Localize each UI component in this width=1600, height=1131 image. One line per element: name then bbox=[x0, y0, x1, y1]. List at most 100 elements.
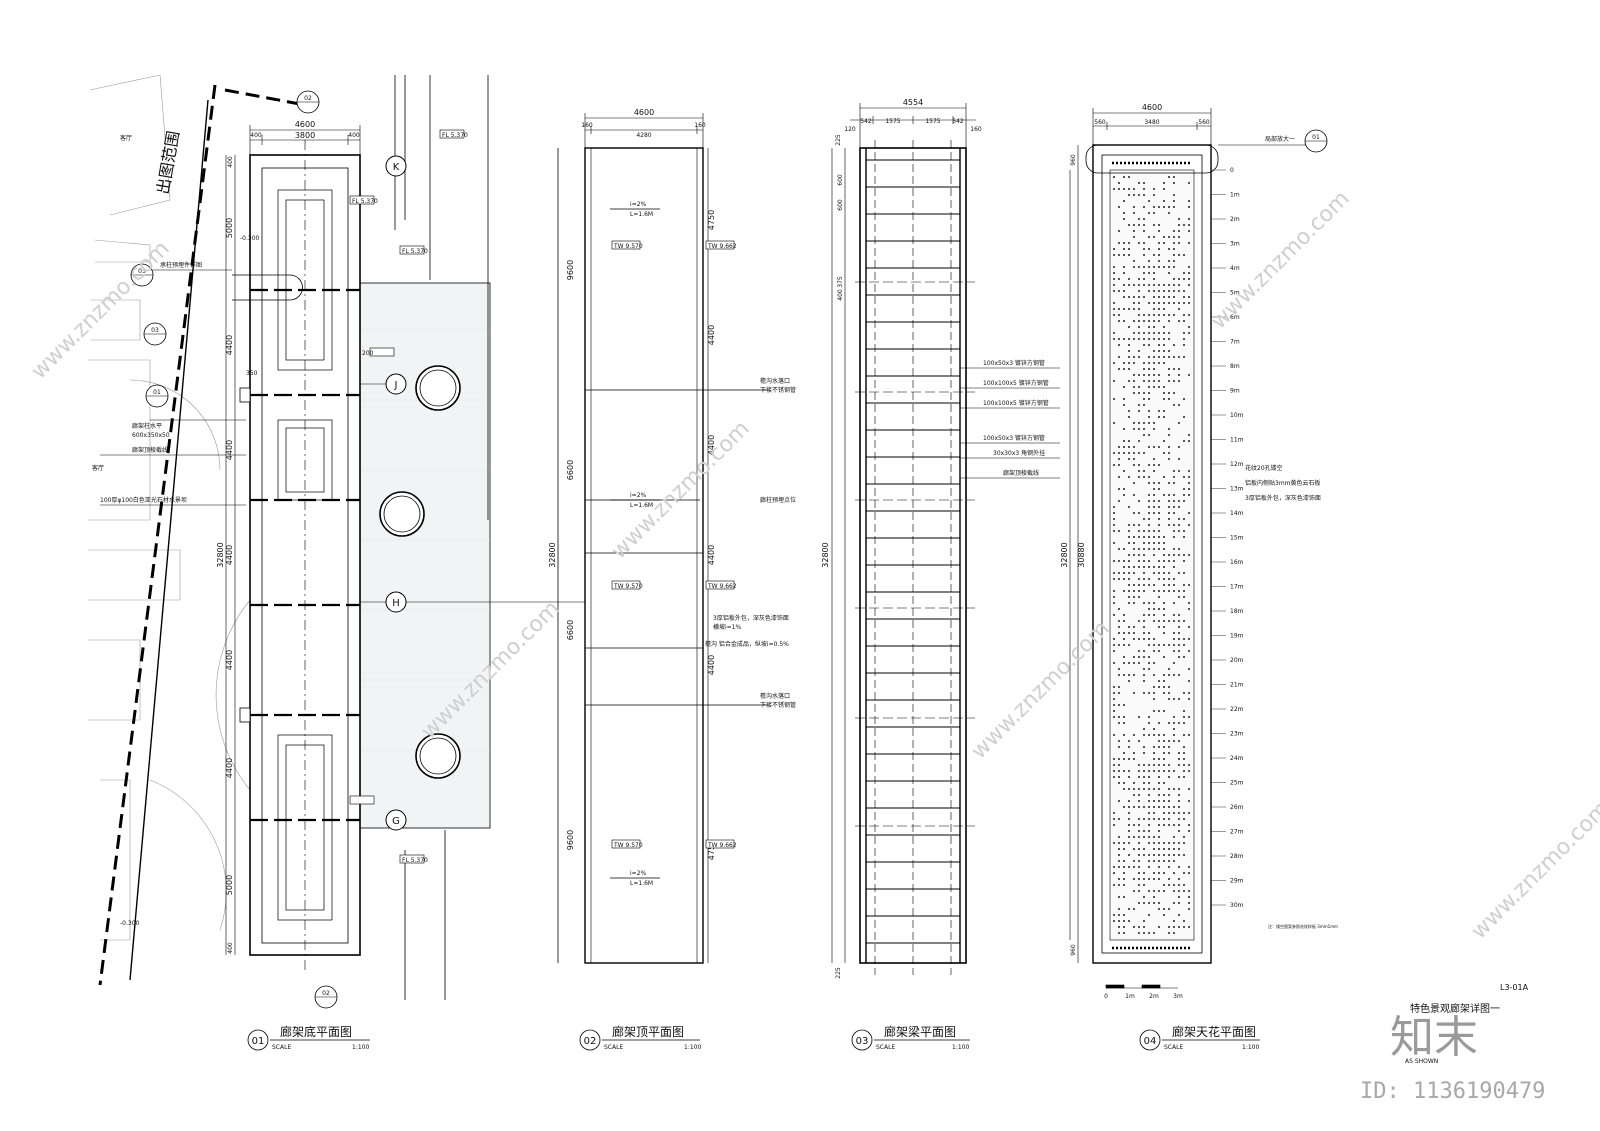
svg-text:4600: 4600 bbox=[295, 120, 315, 129]
row-label: 1m bbox=[1230, 192, 1240, 199]
svg-text:160: 160 bbox=[970, 126, 982, 133]
svg-text:02: 02 bbox=[304, 95, 312, 102]
svg-text:注：镂空图案参照花纹样板 3mm1mm: 注：镂空图案参照花纹样板 3mm1mm bbox=[1268, 923, 1338, 929]
row-label: 18m bbox=[1230, 608, 1244, 615]
boundary-label: 出图范围 bbox=[153, 129, 183, 195]
svg-text:-0.300: -0.300 bbox=[240, 235, 260, 242]
svg-text:1:100: 1:100 bbox=[952, 1044, 969, 1051]
svg-text:160: 160 bbox=[581, 122, 593, 129]
svg-text:960: 960 bbox=[1070, 154, 1077, 166]
svg-text:225: 225 bbox=[835, 134, 842, 146]
svg-text:铝板内侧贴3mm黄色云石板: 铝板内侧贴3mm黄色云石板 bbox=[1245, 479, 1321, 487]
svg-text:4400: 4400 bbox=[707, 325, 716, 345]
row-label: 30m bbox=[1230, 902, 1244, 909]
view-title-01: 01 廊架底平面图 SCALE 1:100 bbox=[248, 1024, 370, 1051]
svg-text:4280: 4280 bbox=[636, 132, 651, 139]
row-label: 13m bbox=[1230, 486, 1244, 493]
axis-h: H bbox=[392, 598, 400, 609]
svg-text:横坡i=1%: 横坡i=1% bbox=[713, 623, 742, 631]
svg-text:4400: 4400 bbox=[225, 758, 234, 778]
svg-text:200: 200 bbox=[362, 350, 374, 357]
svg-text:3800: 3800 bbox=[295, 131, 315, 140]
svg-text:120: 120 bbox=[844, 126, 856, 133]
row-label: 19m bbox=[1230, 633, 1244, 640]
svg-text:4400: 4400 bbox=[707, 545, 716, 565]
svg-text:廊架顶平面图: 廊架顶平面图 bbox=[612, 1024, 684, 1039]
svg-text:30x30x3 角钢外挂: 30x30x3 角钢外挂 bbox=[993, 449, 1045, 457]
svg-text:02: 02 bbox=[322, 990, 330, 997]
svg-text:i=2%: i=2% bbox=[630, 201, 647, 208]
row-label: 20m bbox=[1230, 657, 1244, 664]
svg-text:3m: 3m bbox=[1173, 993, 1183, 1000]
pergola-outline-02 bbox=[585, 148, 703, 963]
svg-text:FL 5.370: FL 5.370 bbox=[402, 857, 428, 864]
svg-text:檐沟水落口: 檐沟水落口 bbox=[760, 692, 790, 700]
plan-03-beams: 4554 542 1575 1575 542 120 160 225 225 3… bbox=[821, 98, 1060, 979]
svg-text:400: 400 bbox=[837, 289, 844, 301]
row-label: 3m bbox=[1230, 241, 1240, 248]
svg-text:03: 03 bbox=[856, 1036, 869, 1047]
svg-text:04: 04 bbox=[1144, 1036, 1157, 1047]
svg-text:TW 9.662: TW 9.662 bbox=[707, 842, 737, 849]
row-labels: 01m2m3m4m5m6m7m8m9m10m11m12m13m14m15m16m… bbox=[1211, 167, 1244, 909]
svg-text:5000: 5000 bbox=[225, 875, 234, 895]
svg-text:32800: 32800 bbox=[216, 542, 225, 567]
svg-text:檐沟 铝合金成品，纵坡i=0.5%: 檐沟 铝合金成品，纵坡i=0.5% bbox=[705, 640, 789, 648]
svg-text:960: 960 bbox=[1070, 944, 1077, 956]
svg-text:400: 400 bbox=[348, 132, 360, 139]
svg-text:廊架梁平面图: 廊架梁平面图 bbox=[884, 1024, 956, 1039]
svg-text:560: 560 bbox=[1198, 119, 1210, 126]
view-titles: 01 廊架底平面图 SCALE 1:100 02 廊架顶平面图 SCALE 1:… bbox=[248, 1024, 1260, 1051]
svg-text:TW 9.570: TW 9.570 bbox=[613, 842, 643, 849]
svg-text:6600: 6600 bbox=[566, 620, 575, 640]
svg-text:TW 9.662: TW 9.662 bbox=[707, 243, 737, 250]
svg-text:下接不锈钢管: 下接不锈钢管 bbox=[760, 701, 796, 709]
svg-text:100厚φ100白色亚光石材水景坝: 100厚φ100白色亚光石材水景坝 bbox=[100, 496, 187, 504]
svg-text:1:100: 1:100 bbox=[1242, 1044, 1259, 1051]
svg-text:400: 400 bbox=[227, 942, 234, 954]
svg-text:1:100: 1:100 bbox=[684, 1044, 701, 1051]
svg-text:9600: 9600 bbox=[566, 260, 575, 280]
row-label: 28m bbox=[1230, 853, 1244, 860]
row-label: 8m bbox=[1230, 363, 1240, 370]
row-label: 15m bbox=[1230, 535, 1244, 542]
svg-text:30880: 30880 bbox=[1077, 542, 1086, 567]
svg-text:400: 400 bbox=[250, 132, 262, 139]
svg-text:32800: 32800 bbox=[548, 542, 557, 567]
row-label: 12m bbox=[1230, 461, 1244, 468]
svg-text:廊架柱水平: 廊架柱水平 bbox=[132, 422, 162, 430]
svg-text:廊架顶棱截线: 廊架顶棱截线 bbox=[132, 446, 168, 454]
svg-text:01: 01 bbox=[153, 389, 161, 396]
row-label: 29m bbox=[1230, 878, 1244, 885]
svg-text:客厅: 客厅 bbox=[92, 464, 104, 472]
svg-text:0: 0 bbox=[1104, 993, 1108, 1000]
svg-text:4600: 4600 bbox=[1142, 103, 1162, 112]
svg-text:100x50x3 镀锌方钢管: 100x50x3 镀锌方钢管 bbox=[983, 359, 1045, 367]
svg-text:www.znzmo.com: www.znzmo.com bbox=[1467, 796, 1600, 944]
svg-text:400: 400 bbox=[227, 156, 234, 168]
svg-text:350: 350 bbox=[246, 370, 258, 377]
svg-text:03: 03 bbox=[151, 327, 159, 334]
svg-text:1575: 1575 bbox=[885, 118, 900, 125]
view-title-03: 03 廊架梁平面图 SCALE 1:100 bbox=[852, 1024, 970, 1051]
row-label: 2m bbox=[1230, 216, 1240, 223]
svg-text:3480: 3480 bbox=[1144, 119, 1159, 126]
svg-text:100x100x5 镀锌方钢管: 100x100x5 镀锌方钢管 bbox=[983, 379, 1049, 387]
svg-text:3厚铝板外包，深灰色漆饰面: 3厚铝板外包，深灰色漆饰面 bbox=[713, 614, 789, 622]
row-label: 21m bbox=[1230, 682, 1244, 689]
svg-text:TW 9.662: TW 9.662 bbox=[707, 583, 737, 590]
svg-text:www.znzmo.com: www.znzmo.com bbox=[27, 236, 175, 384]
svg-text:600x350x50: 600x350x50 bbox=[132, 432, 170, 439]
row-label: 11m bbox=[1230, 437, 1244, 444]
svg-text:SCALE: SCALE bbox=[604, 1044, 623, 1051]
brand-watermark: 知末 bbox=[1390, 1012, 1478, 1063]
svg-text:1:100: 1:100 bbox=[352, 1044, 369, 1051]
row-label: 26m bbox=[1230, 804, 1244, 811]
axis-j: J bbox=[394, 380, 398, 391]
axis-k: K bbox=[393, 162, 400, 173]
svg-text:4400: 4400 bbox=[225, 335, 234, 355]
svg-text:02: 02 bbox=[584, 1036, 597, 1047]
svg-text:廊架底平面图: 廊架底平面图 bbox=[280, 1024, 352, 1039]
svg-text:4400: 4400 bbox=[225, 650, 234, 670]
